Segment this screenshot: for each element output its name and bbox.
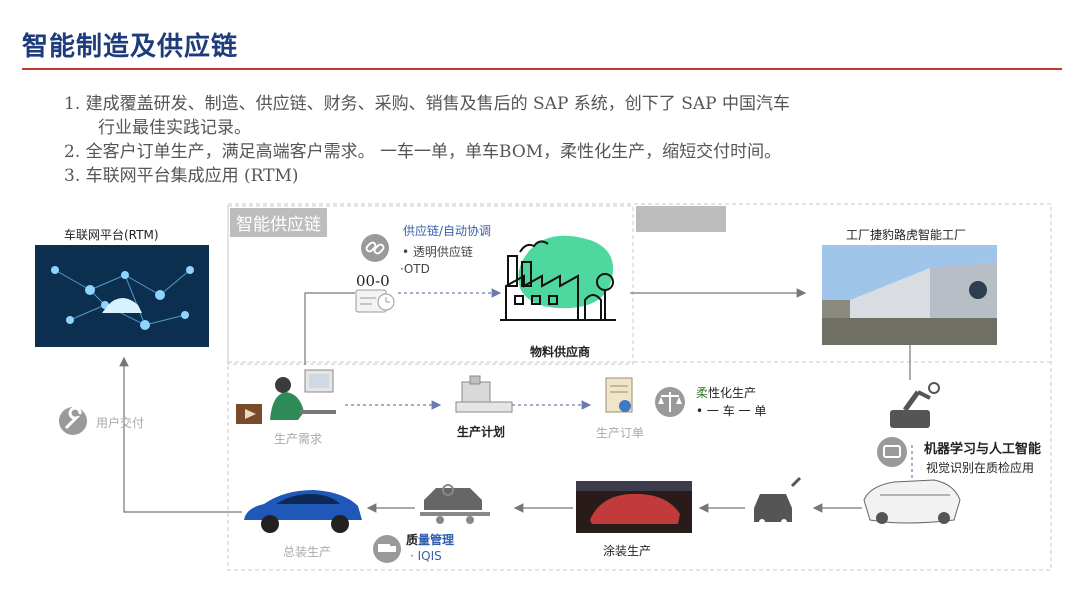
rtm-label: 车联网平台(RTM) [64, 226, 159, 243]
factory-label: 工厂捷豹路虎智能工厂 [846, 226, 966, 243]
user-delivery-label: 用户交付 [96, 414, 144, 431]
iqis-label: · IQIS [410, 549, 442, 563]
quality-management-label: 质量管理 [406, 531, 454, 548]
user-delivery-icon [59, 407, 87, 435]
factory-photo [822, 245, 997, 345]
production-plan-icon [456, 376, 512, 412]
paint-shop-photo [576, 481, 692, 533]
play-video-icon [236, 404, 262, 424]
otd-label: ·OTD [400, 262, 430, 276]
final-assembly-label: 总装生产 [283, 543, 331, 560]
zone-tag-blank [636, 206, 726, 232]
supplier-factory-icon [500, 236, 616, 320]
quality-inspection-icon [420, 485, 490, 524]
timer-icon [356, 290, 394, 312]
supplier-label: 物料供应商 [530, 343, 590, 360]
zone-tag-smart-supply-chain: 智能供应链 [230, 208, 327, 237]
balance-scale-icon [655, 387, 685, 417]
production-demand-label: 生产需求 [274, 430, 322, 447]
production-plan-label: 生产计划 [457, 423, 505, 440]
production-order-label: 生产订单 [596, 424, 644, 441]
ml-ai-label: 机器学习与人工智能 [924, 438, 1041, 457]
link-icon [361, 234, 389, 262]
finished-car-image [244, 490, 362, 533]
paint-production-label: 涂装生产 [603, 542, 651, 559]
production-order-server-icon [606, 378, 632, 412]
ai-vision-icon [877, 437, 907, 467]
supply-coordination-label: 供应链/自动协调 [403, 222, 491, 239]
production-demand-icon [270, 370, 336, 420]
one-car-one-order-label: • 一 车 一 单 [696, 402, 766, 419]
quality-truck-icon [373, 535, 401, 563]
flexible-production-label: 柔性化生产 [696, 384, 756, 401]
car-body-image [864, 480, 960, 524]
robot-arm-icon [890, 383, 939, 428]
timer-label: 00-0 [356, 272, 390, 290]
vision-qc-label: 视觉识别在质检应用 [926, 459, 1034, 476]
transparent-supply-label: • 透明供应链 [402, 243, 473, 260]
rtm-network-image [35, 245, 209, 347]
car-repair-icon [754, 478, 800, 525]
